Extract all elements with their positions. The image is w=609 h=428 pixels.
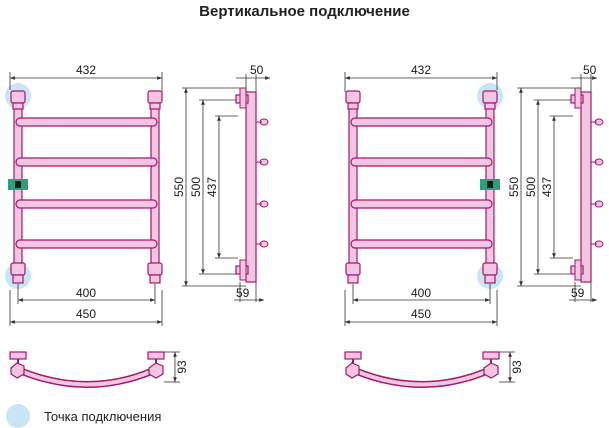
dim-height-mid-label: 500 bbox=[189, 177, 203, 197]
dim-plan-depth-label: 93 bbox=[510, 360, 524, 374]
dim-bottom-inner-label: 400 bbox=[76, 286, 96, 300]
page-title: Вертикальное подключение bbox=[199, 3, 410, 20]
dim-plan-depth-label: 93 bbox=[175, 360, 189, 374]
rung bbox=[15, 157, 158, 167]
fittings bbox=[345, 90, 498, 284]
dim-offset bbox=[234, 282, 264, 302]
dim-offset-label: 59 bbox=[236, 286, 250, 300]
dim-top-width-label: 432 bbox=[76, 63, 96, 77]
dim-bottom-outer-label: 450 bbox=[411, 307, 431, 321]
side-dimensions bbox=[182, 87, 246, 287]
dim-depth-label: 50 bbox=[250, 63, 264, 77]
legend: Точка подключения bbox=[6, 404, 161, 428]
rung bbox=[15, 117, 158, 127]
rung bbox=[15, 239, 158, 249]
dim-top-width: 432 bbox=[9, 63, 163, 92]
connection-point-swatch bbox=[6, 404, 30, 428]
dim-depth-label: 50 bbox=[583, 63, 597, 77]
side-view bbox=[235, 87, 269, 283]
dim-bottom: 400 450 bbox=[9, 284, 163, 326]
dim-offset bbox=[569, 282, 597, 302]
dim-depth bbox=[571, 74, 597, 92]
side-dimensions bbox=[517, 87, 581, 287]
rung bbox=[350, 157, 493, 167]
plan-view bbox=[344, 351, 500, 388]
drawing-right: 432 400 bbox=[344, 63, 604, 388]
rung bbox=[15, 199, 158, 209]
dim-height-inner-label: 437 bbox=[205, 177, 219, 197]
drawing-left: 432 400 bbox=[5, 63, 270, 388]
dim-top-width-label: 432 bbox=[411, 63, 431, 77]
dim-top-width: 432 bbox=[344, 63, 498, 92]
dim-bottom-outer-label: 450 bbox=[76, 307, 96, 321]
dim-bottom-inner-label: 400 bbox=[411, 286, 431, 300]
rung bbox=[350, 117, 493, 127]
dim-bottom: 400 450 bbox=[344, 284, 498, 326]
dim-depth bbox=[236, 74, 270, 92]
rungs bbox=[15, 117, 158, 249]
dim-height-outer-label: 550 bbox=[507, 177, 521, 197]
side-view bbox=[570, 87, 604, 283]
dim-plan-depth bbox=[499, 351, 515, 383]
rung bbox=[350, 199, 493, 209]
rungs bbox=[350, 117, 493, 249]
dim-offset-label: 59 bbox=[571, 286, 585, 300]
plan-view bbox=[9, 351, 165, 388]
dim-plan-depth bbox=[164, 351, 180, 383]
dim-height-mid-label: 500 bbox=[524, 177, 538, 197]
fittings bbox=[10, 90, 163, 284]
dim-height-inner-label: 437 bbox=[540, 177, 554, 197]
dim-height-outer-label: 550 bbox=[172, 177, 186, 197]
legend-label: Точка подключения bbox=[44, 408, 162, 424]
rung bbox=[350, 239, 493, 249]
